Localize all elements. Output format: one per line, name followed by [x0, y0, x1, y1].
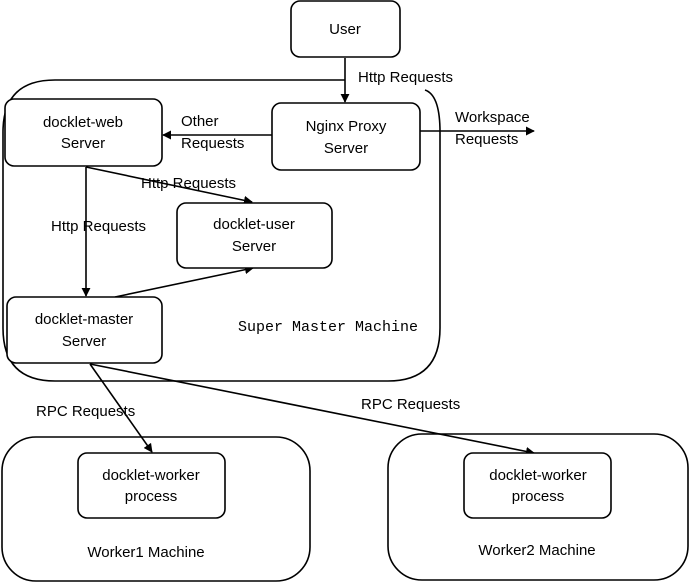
label-nginx-to-web-line2: Requests	[181, 135, 244, 152]
node-nginx-proxy-server: Nginx Proxy Server	[271, 102, 421, 171]
node-docklet-worker-process-2: docklet-worker process	[463, 452, 612, 519]
label-master-to-worker2: RPC Requests	[361, 396, 460, 413]
super-master-machine-label: Super Master Machine	[238, 319, 418, 336]
node-master-label-line1: docklet-master	[35, 311, 133, 328]
label-web-to-master: Http Requests	[51, 218, 146, 235]
node-master-label-line2: Server	[62, 333, 106, 350]
worker2-machine-container	[387, 433, 689, 581]
node-docklet-master-server: docklet-master Server	[6, 296, 163, 364]
node-user-server-label-line1: docklet-user	[213, 216, 295, 233]
worker2-machine-label: Worker2 Machine	[478, 542, 595, 559]
node-worker2-label-line1: docklet-worker	[489, 467, 587, 484]
label-web-to-user-server: Http Requests	[141, 175, 236, 192]
node-worker1-label-line2: process	[125, 488, 178, 505]
node-worker1-label-line1: docklet-worker	[102, 467, 200, 484]
edge-master-to-worker1	[89, 363, 153, 453]
node-nginx-label-line2: Server	[324, 140, 368, 157]
node-web-label-line2: Server	[61, 135, 105, 152]
label-master-to-worker1: RPC Requests	[36, 403, 135, 420]
node-user-label: User	[329, 21, 361, 38]
worker1-machine-container	[1, 436, 311, 582]
edge-web-to-user-server	[85, 166, 253, 205]
label-workspace-line2: Requests	[455, 131, 518, 148]
node-docklet-user-server: docklet-user Server	[176, 202, 333, 269]
label-nginx-to-web-line1: Other	[181, 113, 219, 130]
node-web-label-line1: docklet-web	[43, 114, 123, 131]
node-docklet-worker-process-1: docklet-worker process	[77, 452, 226, 519]
label-workspace-line1: Workspace	[455, 109, 530, 126]
node-nginx-label-line1: Nginx Proxy	[306, 118, 387, 135]
node-user: User	[290, 0, 401, 58]
edge-master-to-worker2	[89, 363, 535, 456]
worker1-machine-label: Worker1 Machine	[87, 544, 204, 561]
node-user-server-label-line2: Server	[232, 238, 276, 255]
edge-master-to-user-server	[114, 265, 254, 298]
node-worker2-label-line2: process	[512, 488, 565, 505]
node-docklet-web-server: docklet-web Server	[4, 98, 163, 167]
label-user-to-nginx: Http Requests	[358, 69, 453, 86]
